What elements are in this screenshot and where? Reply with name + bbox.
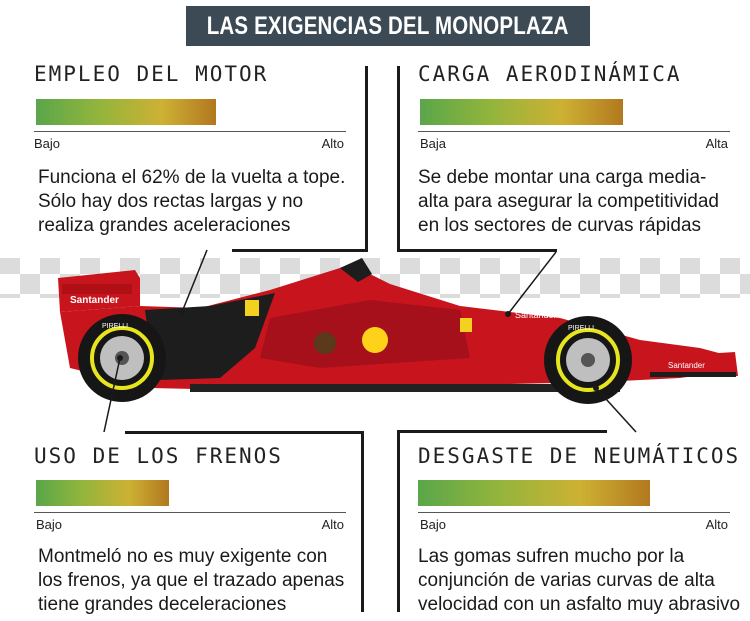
divider-bottom-right-top xyxy=(397,430,607,433)
scale-low-label: Bajo xyxy=(34,136,61,151)
description-line: Montmeló no es muy exigente con xyxy=(38,546,328,567)
front-tyre-brand: PIRELLI xyxy=(568,325,594,332)
scale-line xyxy=(418,131,730,132)
panel-engine-usage: EMPLEO DEL MOTOR Bajo Alto Funciona el 6… xyxy=(34,62,346,242)
panel-brake-usage: USO DE LOS FRENOS Bajo Alto Montmeló no … xyxy=(34,444,346,615)
description-line: en los sectores de curvas rápidas xyxy=(418,215,702,236)
scale-high-label: Alto xyxy=(705,517,728,532)
front-wing-sponsor: Santander xyxy=(668,361,705,370)
panel-title: DESGASTE DE NEUMÁTICOS xyxy=(418,444,741,468)
scale-high-label: Alto xyxy=(321,517,344,532)
description-line: tiene grandes deceleraciones xyxy=(38,594,287,615)
panel-aero-load: CARGA AERODINÁMICA Baja Alta Se debe mon… xyxy=(418,62,730,242)
level-bar xyxy=(36,99,216,125)
f1-car-illustration: Santander Santander Santander PIRELLI PI… xyxy=(58,258,738,404)
divider-bottom-left-top xyxy=(125,431,364,434)
panel-description: Las gomas sufren mucho por la conjunción… xyxy=(418,545,748,617)
panel-title: EMPLEO DEL MOTOR xyxy=(34,62,269,86)
description-line: alta para asegurar la competitividad xyxy=(418,191,720,212)
description-line: Se debe montar una carga media- xyxy=(418,167,707,188)
scale-line xyxy=(34,512,346,513)
rear-wing-sponsor: Santander xyxy=(70,295,119,306)
divider-bottom-left xyxy=(361,432,364,612)
level-bar xyxy=(420,99,623,125)
scale-low-label: Bajo xyxy=(36,517,63,532)
sidepod-sponsor: Santander xyxy=(515,310,557,320)
panel-description: Se debe montar una carga media- alta par… xyxy=(418,166,738,238)
description-line: velocidad con un asfalto muy abrasivo xyxy=(418,594,741,615)
description-line: Funciona el 62% de la vuelta a tope. xyxy=(38,167,346,188)
description-line: los frenos, ya que el trazado apenas xyxy=(38,570,345,591)
description-line: Las gomas sufren mucho por la xyxy=(418,546,685,567)
scale-line xyxy=(418,512,730,513)
level-bar xyxy=(418,480,650,506)
scale-line xyxy=(34,131,346,132)
scale-high-label: Alto xyxy=(321,136,344,151)
page-title-banner: LAS EXIGENCIAS DEL MONOPLAZA xyxy=(186,6,590,46)
divider-top-left xyxy=(365,66,368,252)
level-bar xyxy=(36,480,169,506)
panel-tyre-wear: DESGASTE DE NEUMÁTICOS Bajo Alto Las gom… xyxy=(418,444,740,615)
description-line: Sólo hay dos rectas largas y no xyxy=(38,191,304,212)
scale-high-label: Alta xyxy=(705,136,728,151)
panel-description: Funciona el 62% de la vuelta a tope. Sól… xyxy=(38,166,358,238)
scale-low-label: Bajo xyxy=(420,517,447,532)
divider-top-right-base xyxy=(397,249,557,252)
description-line: conjunción de varias curvas de alta xyxy=(418,570,715,591)
panel-title: USO DE LOS FRENOS xyxy=(34,444,283,468)
divider-bottom-right xyxy=(397,430,400,612)
panel-description: Montmeló no es muy exigente con los fren… xyxy=(38,545,358,617)
rear-tyre-brand: PIRELLI xyxy=(102,323,128,330)
divider-top-right xyxy=(397,66,400,252)
scale-low-label: Baja xyxy=(420,136,447,151)
divider-top-left-base xyxy=(232,249,367,252)
page-title: LAS EXIGENCIAS DEL MONOPLAZA xyxy=(207,11,569,40)
description-line: realiza grandes aceleraciones xyxy=(38,215,291,236)
panel-title: CARGA AERODINÁMICA xyxy=(418,62,682,86)
